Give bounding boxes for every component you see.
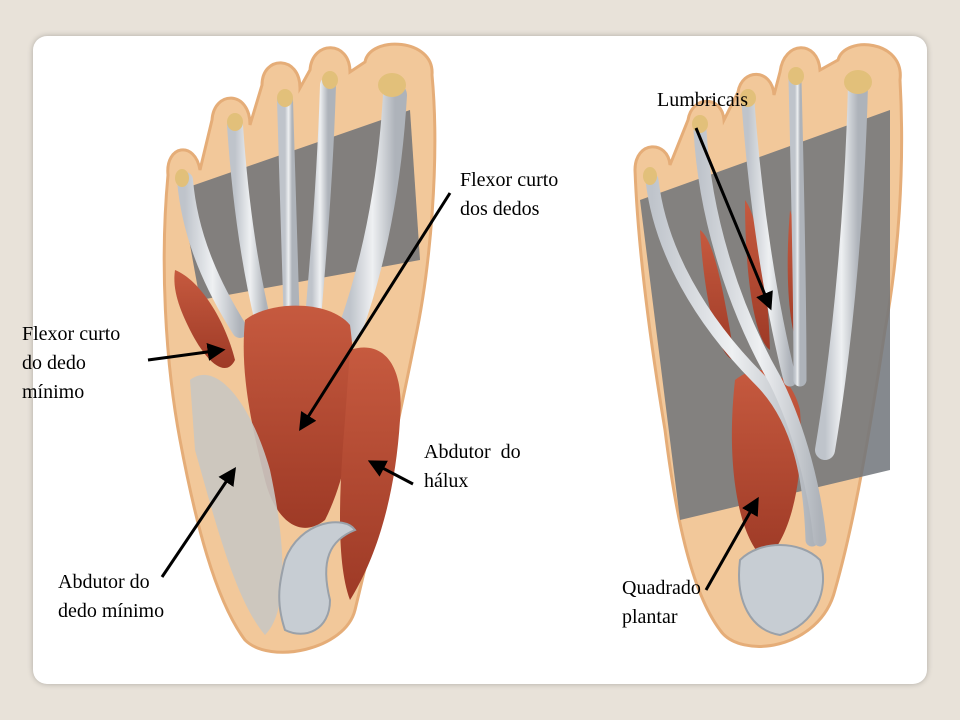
label-flexor-curto-dos-dedos: Flexor curto dos dedos bbox=[460, 169, 559, 220]
abductor-digiti-minimi bbox=[190, 374, 283, 635]
arrow-lumbricais bbox=[694, 127, 773, 311]
flexor-digitorum-brevis bbox=[243, 305, 354, 528]
left-foot bbox=[162, 42, 437, 654]
label-abdutor-do-dedo-minimo: Abdutor do dedo mínimo bbox=[58, 571, 165, 622]
right-foot bbox=[633, 43, 904, 648]
label-lumbricais: Lumbricais bbox=[657, 89, 749, 111]
arrow-abdutor-do-dedo-minimo bbox=[160, 467, 237, 578]
label-arrows bbox=[147, 127, 773, 591]
arrow-quadrado-plantar bbox=[704, 496, 759, 591]
arrow-abdutor-do-halux bbox=[367, 460, 414, 486]
arrow-flexor-curto-do-dedo-minimo bbox=[147, 343, 226, 362]
label-flexor-curto-do-dedo-minimo: Flexor curto do dedo mínimo bbox=[22, 323, 121, 403]
label-quadrado-plantar: Quadrado plantar bbox=[622, 577, 701, 628]
label-abdutor-do-halux: Abdutor do hálux bbox=[424, 441, 521, 492]
arrow-flexor-curto-dos-dedos bbox=[299, 192, 452, 432]
